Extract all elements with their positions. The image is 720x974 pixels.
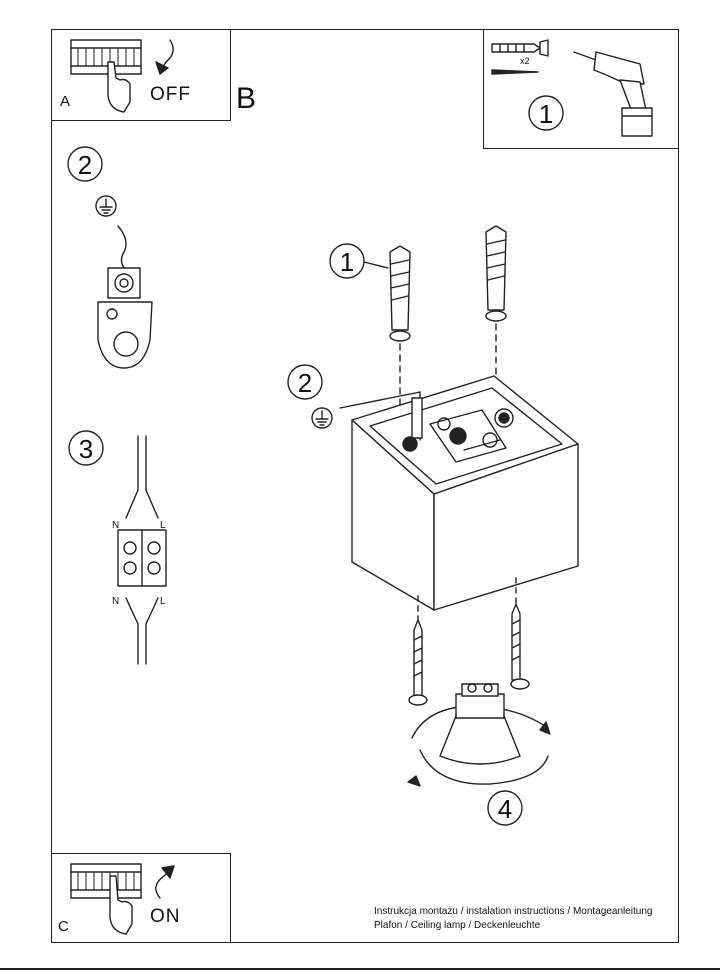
wire-label-n-top: N <box>112 520 119 531</box>
arrow-down-head-icon <box>155 61 169 75</box>
wire-label-l-top: L <box>160 520 166 531</box>
step-number-main-earth: 2 <box>298 368 312 398</box>
gu10-bulb-icon <box>407 683 551 787</box>
step-number-wiring: 3 <box>79 434 93 464</box>
panel-c-on-label: ON <box>150 906 181 927</box>
wire-label-n-bottom: N <box>112 596 119 607</box>
panel-c-letter: C <box>58 918 69 935</box>
step-circle-main-earth <box>287 364 323 400</box>
terminal-block-icon <box>117 435 167 665</box>
wall-dowel-right-icon <box>485 225 507 322</box>
page-bottom-rule <box>0 968 720 970</box>
step-circle-earth <box>67 146 103 182</box>
screw-left-icon <box>408 619 428 706</box>
step-circle-wiring <box>68 430 104 466</box>
tools-quantity-label: x2 <box>520 56 530 66</box>
arrow-up-icon <box>155 871 169 899</box>
ground-symbol-main-icon <box>311 407 333 429</box>
breaker-switch-on-icon <box>70 863 142 935</box>
earth-terminal-icon <box>97 267 153 369</box>
wall-dowel-left-icon <box>389 245 411 342</box>
step-number-main-dowel: 1 <box>340 247 354 277</box>
screw-right-icon <box>510 603 530 690</box>
step-circle-bulb <box>487 790 523 826</box>
callout-line-dowel <box>363 261 389 269</box>
footer-line-2: Plafon / Ceiling lamp / Deckenleuchte <box>374 920 541 931</box>
panel-b-letter: B <box>236 82 257 115</box>
step-circle-tools <box>528 95 564 131</box>
instruction-frame <box>51 29 679 943</box>
wire-label-l-bottom: L <box>160 596 166 607</box>
step-circle-main-dowel <box>329 243 365 279</box>
footer-line-1: Instrukcja montażu / instalation instruc… <box>374 906 653 917</box>
drill-icon <box>573 51 653 137</box>
breaker-switch-off-icon <box>70 39 142 113</box>
dowel-and-screw-icon <box>491 39 549 75</box>
arrow-up-head-icon <box>161 865 175 879</box>
ground-symbol-icon <box>95 195 117 217</box>
arrow-down-icon <box>161 39 174 69</box>
panel-a-off-label: OFF <box>150 84 191 105</box>
lamp-body-cube <box>339 375 579 611</box>
step-number-bulb: 4 <box>498 794 512 824</box>
earth-wire <box>117 225 127 271</box>
panel-a-letter: A <box>60 93 71 110</box>
step-number-earth: 2 <box>78 150 92 180</box>
step-number-tools: 1 <box>539 99 553 129</box>
footer-caption: Instrukcja montażu / instalation instruc… <box>374 905 653 933</box>
